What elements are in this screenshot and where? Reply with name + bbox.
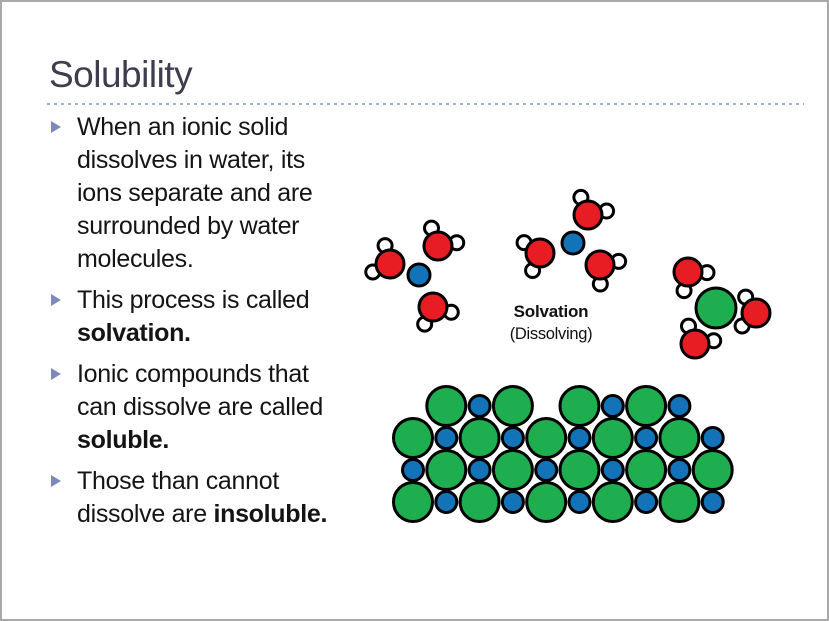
solvation-label: Solvation (Dissolving) — [466, 302, 636, 344]
water-oxygen — [417, 291, 449, 323]
water-oxygen — [740, 297, 772, 329]
water-oxygen — [672, 256, 704, 288]
lattice-cation — [600, 458, 625, 482]
water-oxygen — [679, 328, 711, 360]
title-divider — [47, 103, 804, 105]
lattice-anion — [658, 481, 701, 523]
lattice-cation — [634, 490, 659, 514]
lattice-anion — [525, 481, 568, 523]
water-oxygen — [572, 199, 604, 231]
lattice-anion — [591, 481, 634, 523]
lattice-anion — [491, 449, 534, 491]
lattice-cation — [401, 458, 425, 482]
anion-ion — [694, 286, 738, 330]
lattice-anion — [625, 449, 668, 491]
lattice-anion — [558, 449, 601, 491]
lattice-anion — [591, 417, 634, 459]
lattice-cation — [567, 490, 592, 514]
lattice-cation — [700, 426, 725, 450]
water-oxygen — [422, 230, 454, 262]
lattice-cation — [667, 458, 692, 482]
lattice-anion — [691, 449, 734, 491]
water-oxygen — [374, 248, 406, 280]
lattice-cation — [667, 394, 692, 418]
solvation-label-subtitle: (Dissolving) — [509, 325, 593, 343]
bullet-arrow-icon — [51, 121, 61, 133]
lattice-anion — [558, 385, 601, 427]
lattice-anion — [525, 417, 568, 459]
lattice-anion — [458, 417, 501, 459]
lattice-cation — [467, 394, 492, 418]
bullet-arrow-icon — [51, 475, 61, 487]
bullet-arrow-icon — [51, 368, 61, 380]
lattice-cation — [434, 490, 459, 514]
water-oxygen — [524, 237, 556, 269]
lattice-cation — [634, 426, 659, 450]
water-oxygen — [584, 249, 616, 281]
lattice-anion — [392, 481, 434, 523]
lattice-cation — [467, 458, 492, 482]
lattice-anion — [392, 417, 434, 459]
lattice-cation — [567, 426, 592, 450]
lattice-cation — [500, 426, 525, 450]
cation-ion — [560, 230, 586, 256]
lattice-anion — [658, 417, 701, 459]
lattice-cation — [500, 490, 525, 514]
bullet-arrow-icon — [51, 294, 61, 306]
lattice-anion — [458, 481, 501, 523]
lattice-cation — [534, 458, 559, 482]
cation-ion — [406, 262, 432, 288]
lattice-anion — [425, 449, 468, 491]
lattice-cation — [600, 394, 625, 418]
lattice-anion — [491, 385, 534, 427]
lattice-cation — [434, 426, 459, 450]
lattice-cation — [700, 490, 725, 514]
slide-title: Solubility — [49, 54, 193, 95]
solvation-label-title: Solvation — [513, 302, 589, 321]
lattice-anion — [425, 385, 468, 427]
lattice-anion — [625, 385, 668, 427]
